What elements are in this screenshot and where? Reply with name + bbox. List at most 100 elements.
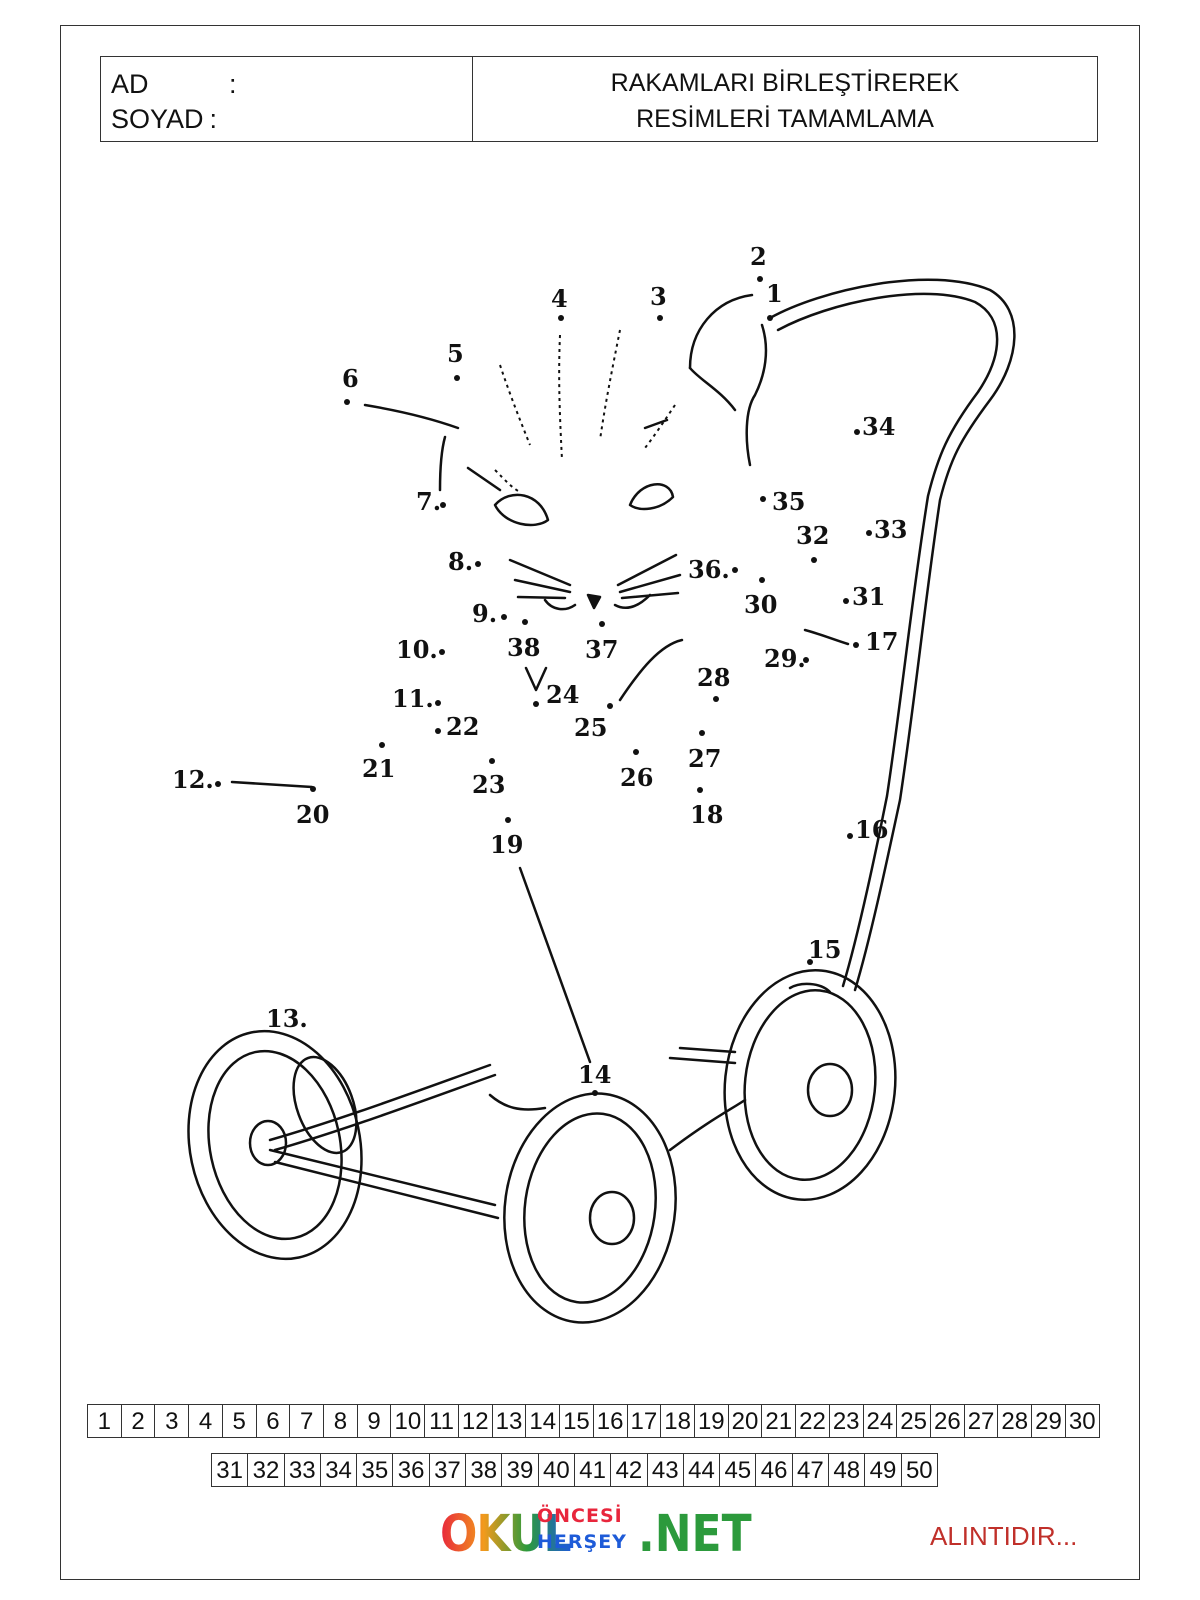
surname-field[interactable]: SOYAD : [111,102,472,137]
number-cell: 18 [660,1404,695,1438]
dot[interactable] [853,642,859,648]
dot[interactable] [505,817,511,823]
dot[interactable] [310,786,316,792]
dot[interactable] [713,696,719,702]
number-cell: 49 [864,1453,902,1487]
dot-label: 24 [546,680,579,709]
dot-label: 20 [296,800,329,829]
dot-label: 22 [446,712,479,741]
dot[interactable] [803,657,809,663]
dot-label: 29. [764,644,806,673]
dot-label: 3 [650,282,667,311]
dot-label: 15 [808,935,841,964]
dot[interactable] [847,833,853,839]
dot[interactable] [657,315,663,321]
dot[interactable] [440,502,446,508]
number-cell: 34 [319,1453,358,1487]
dot[interactable] [439,649,445,655]
dot-label: 33 [874,515,907,544]
dot-label: 38 [507,633,540,662]
dot[interactable] [344,399,350,405]
number-cell: 20 [727,1404,763,1438]
number-cell: 25 [896,1404,931,1438]
credit-text: ALINTIDIR... [930,1521,1078,1551]
dot-label: 1 [766,279,783,308]
number-cell: 22 [795,1404,830,1438]
dot[interactable] [633,749,639,755]
dot[interactable] [489,758,495,764]
dot[interactable] [759,577,765,583]
dot[interactable] [699,730,705,736]
dot[interactable] [533,701,539,707]
dot[interactable] [811,557,817,563]
dot-label: 7. [416,487,441,516]
number-cell: 2 [120,1404,156,1438]
number-cell: 40 [537,1453,575,1487]
dot[interactable] [760,496,766,502]
dot[interactable] [607,703,613,709]
dot[interactable] [697,787,703,793]
dot[interactable] [599,621,605,627]
number-cell: 33 [283,1453,321,1487]
number-cell: 12 [457,1404,493,1438]
header-table: AD : SOYAD : RAKAMLARI BİRLEŞTİREREK RES… [100,56,1098,142]
dot-label: 26 [620,763,653,792]
number-cell: 21 [761,1404,797,1438]
number-cell: 26 [929,1404,965,1438]
dot-label: 37 [585,635,618,664]
dot[interactable] [732,567,738,573]
dot[interactable] [866,530,872,536]
dot[interactable] [522,619,528,625]
number-cell: 9 [356,1404,392,1438]
dot[interactable] [454,375,460,381]
logo-main-text: OKUL [440,1505,571,1564]
dot-label: 2 [750,242,767,271]
student-info: AD : SOYAD : [101,57,473,141]
dot-label: 8. [448,547,473,576]
dot[interactable] [757,276,763,282]
number-cell: 19 [693,1404,729,1438]
number-cell: 13 [491,1404,527,1438]
dot[interactable] [379,742,385,748]
number-cell: 36 [392,1453,430,1487]
number-cell: 14 [525,1404,561,1438]
dot[interactable] [558,315,564,321]
dot[interactable] [843,598,849,604]
dot[interactable] [475,561,481,567]
number-cell: 48 [828,1453,866,1487]
dot-label: 35 [772,487,805,516]
dot-label: 19 [490,830,523,859]
dot[interactable] [767,315,773,321]
dot-label: 30 [744,590,777,619]
number-cell: 1 [87,1404,122,1438]
number-cell: 27 [963,1404,999,1438]
dot-label: 28 [697,663,730,692]
number-cell: 17 [626,1404,662,1438]
number-cell: 11 [424,1404,459,1438]
logo-top-text: ÖNCESİ [537,1505,623,1527]
dot[interactable] [854,429,860,435]
dot-label: 6 [342,364,359,393]
number-cell: 3 [154,1404,190,1438]
number-cell: 38 [465,1453,503,1487]
number-cell: 35 [356,1453,394,1487]
number-cell: 43 [646,1453,684,1487]
dot[interactable] [592,1090,598,1096]
number-cell: 24 [862,1404,898,1438]
pram-outline [187,278,1016,1324]
dot[interactable] [215,781,221,787]
dot-label: 23 [472,770,505,799]
dot[interactable] [501,614,507,620]
number-cell: 10 [390,1404,426,1438]
dashed-fur-lines [494,329,676,493]
dot-label: 9. [472,599,497,628]
name-field[interactable]: AD : [111,67,472,102]
dot-label: 34 [862,412,895,441]
number-cell: 5 [221,1404,257,1438]
dot[interactable] [435,728,441,734]
dot-label: 10. [396,635,438,664]
dot[interactable] [807,959,813,965]
dot[interactable] [435,700,441,706]
